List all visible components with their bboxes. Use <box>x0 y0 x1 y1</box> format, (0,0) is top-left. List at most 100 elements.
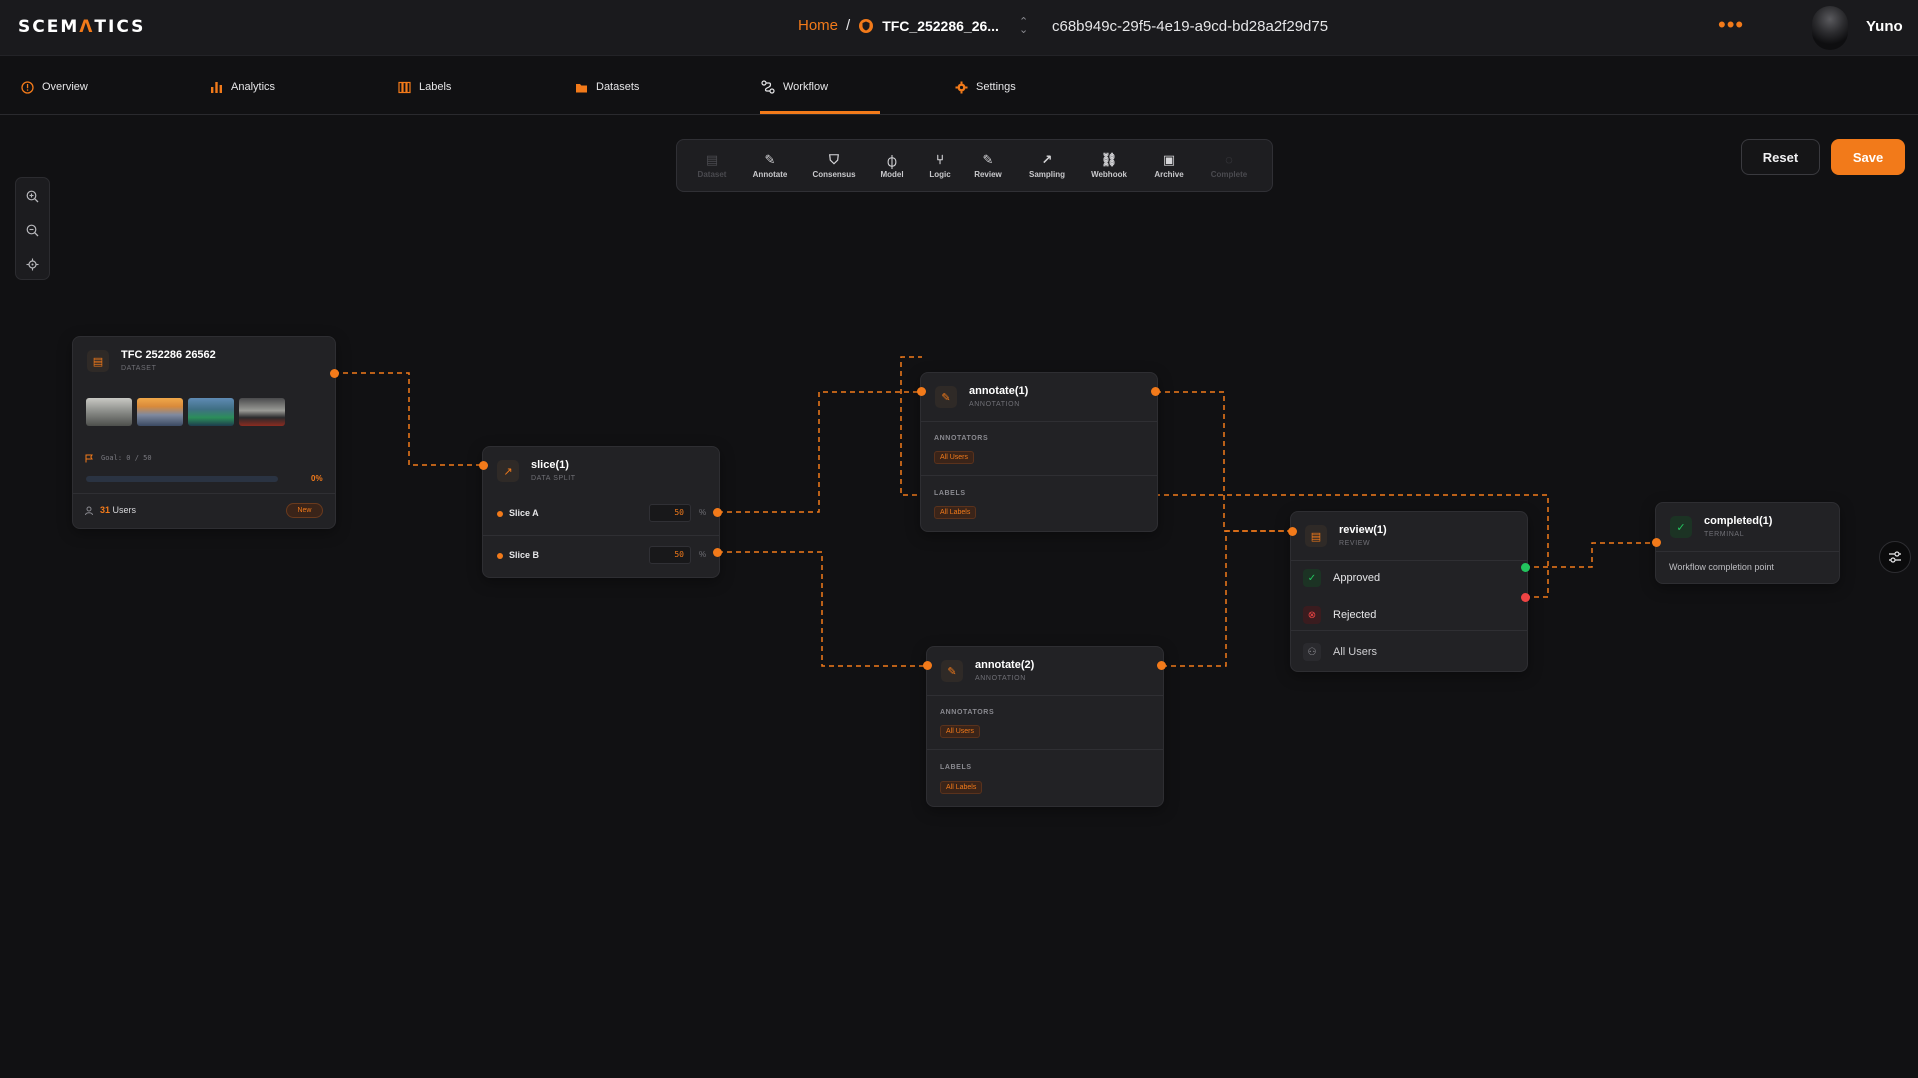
trend-icon: ↗ <box>1041 152 1053 167</box>
annotate1-labels-chip[interactable]: All Labels <box>934 506 977 519</box>
folder-icon <box>574 80 588 94</box>
edge-sliceb-to-annotate2 <box>718 551 928 667</box>
tab-workflow[interactable]: Workflow <box>761 77 828 97</box>
tab-workflow-label: Workflow <box>783 81 829 93</box>
tool-complete[interactable]: ◌Complete <box>1199 152 1259 179</box>
tool-review-label: Review <box>974 170 1002 179</box>
dataset-thumbnail-2[interactable] <box>137 398 183 426</box>
annotate1-labels-label: LABELS <box>934 490 966 497</box>
completed-input-port[interactable] <box>1652 538 1661 547</box>
app-logo[interactable]: SCEMΛTICS <box>18 17 146 37</box>
database-icon: ▤ <box>705 152 719 167</box>
slice-b-unit: % <box>699 550 707 559</box>
slice-a-unit: % <box>699 508 707 517</box>
more-options-icon[interactable]: ••• <box>1718 12 1745 37</box>
archive-icon: ▣ <box>1162 152 1176 167</box>
review-input-port[interactable] <box>1288 527 1297 536</box>
trend-icon: ↗ <box>497 460 519 482</box>
annotate1-annotators-label: ANNOTATORS <box>934 435 989 442</box>
review-header-divider <box>1291 560 1527 561</box>
review-rejected: ⊗ Rejected <box>1303 604 1376 626</box>
tool-review[interactable]: ✎Review <box>958 152 1018 179</box>
node-toolbar: ▤ Dataset ✎Annotate ⛉Consensus ⏀Model ⑂Lo… <box>676 139 1273 192</box>
tool-sampling[interactable]: ↗Sampling <box>1017 152 1077 179</box>
zoom-out-icon[interactable] <box>16 215 49 245</box>
completed-node-type: TERMINAL <box>1704 531 1745 538</box>
user-icon: ⚇ <box>1303 643 1321 661</box>
tool-webhook[interactable]: ⛓Webhook <box>1079 152 1139 179</box>
annotate2-annotators-chip[interactable]: All Users <box>940 725 981 738</box>
tab-analytics[interactable]: Analytics <box>209 77 275 97</box>
zoom-controls <box>15 177 50 280</box>
dataset-thumbnail-3[interactable] <box>188 398 234 426</box>
avatar[interactable] <box>1812 6 1848 50</box>
tool-annotate[interactable]: ✎Annotate <box>740 152 800 179</box>
annotate1-annotators-chip[interactable]: All Users <box>934 451 975 464</box>
tab-datasets[interactable]: Datasets <box>574 77 639 97</box>
tool-dataset[interactable]: ▤ Dataset <box>682 152 742 179</box>
annotate1-divider <box>921 475 1157 476</box>
slice-input-port[interactable] <box>479 461 488 470</box>
annotate2-node-type: ANNOTATION <box>975 675 1026 682</box>
annotate1-output-port[interactable] <box>1151 387 1160 396</box>
tool-complete-label: Complete <box>1210 170 1248 179</box>
tool-dataset-label: Dataset <box>697 170 727 179</box>
user-name[interactable]: Yuno <box>1866 18 1903 35</box>
annotate2-input-port[interactable] <box>923 661 932 670</box>
annotate1-node[interactable]: ✎ annotate(1) ANNOTATION ANNOTATORS All … <box>920 372 1158 532</box>
dataset-progress-bar <box>86 476 278 482</box>
dataset-thumbnail-4[interactable] <box>239 398 285 426</box>
annotate2-header-divider <box>927 695 1163 696</box>
slice-b-output-port[interactable] <box>713 548 722 557</box>
save-button[interactable]: Save <box>1831 139 1905 175</box>
project-shield-icon <box>859 18 874 33</box>
tool-archive[interactable]: ▣Archive <box>1139 152 1199 179</box>
tool-consensus[interactable]: ⛉Consensus <box>804 152 864 179</box>
annotate2-labels-label: LABELS <box>940 764 972 771</box>
dataset-users: 31 Users <box>100 505 136 515</box>
canvas-settings-icon[interactable] <box>1879 541 1911 573</box>
check-circle-icon: ✓ <box>1670 516 1692 538</box>
annotate1-input-port[interactable] <box>917 387 926 396</box>
dataset-thumbnail-1[interactable] <box>86 398 132 426</box>
review-assignees-label: All Users <box>1333 646 1378 658</box>
completed-node-title: completed(1) <box>1704 515 1773 527</box>
annotate2-output-port[interactable] <box>1157 661 1166 670</box>
review-approved-output-port[interactable] <box>1521 563 1530 572</box>
slice-a-dot <box>497 511 503 517</box>
fit-view-icon[interactable] <box>16 249 49 279</box>
review-approved: ✓ Approved <box>1303 567 1380 589</box>
zoom-in-icon[interactable] <box>16 181 49 211</box>
dataset-users-count: 31 <box>100 505 111 515</box>
dataset-node[interactable]: ▤ TFC 252286 26562 DATASET <box>72 336 336 529</box>
tool-consensus-label: Consensus <box>812 170 856 179</box>
slice-node-type: DATA SPLIT <box>531 475 576 482</box>
completed-node[interactable]: ✓ completed(1) TERMINAL Workflow complet… <box>1655 502 1840 584</box>
dataset-output-port[interactable] <box>330 369 339 378</box>
annotate1-header-divider <box>921 421 1157 422</box>
slice-a-percent-input[interactable]: 50 <box>649 504 691 522</box>
review-node-title: review(1) <box>1339 524 1387 536</box>
slice-b-percent-input[interactable]: 50 <box>649 546 691 564</box>
tool-logic[interactable]: ⑂Logic <box>910 152 970 179</box>
review-node[interactable]: ▤ review(1) REVIEW ✓ Approved ⊗ Rejected… <box>1290 511 1528 672</box>
tab-datasets-label: Datasets <box>596 81 640 93</box>
reset-button[interactable]: Reset <box>1741 139 1820 175</box>
slice-node[interactable]: ↗ slice(1) DATA SPLIT Slice A 50 % Slice… <box>482 446 720 578</box>
tab-settings[interactable]: Settings <box>954 77 1016 97</box>
review-rejected-output-port[interactable] <box>1521 593 1530 602</box>
review-rejected-label: Rejected <box>1333 609 1377 621</box>
annotate2-node-header: ✎ annotate(2) ANNOTATION <box>927 647 1163 695</box>
annotate2-labels-chip[interactable]: All Labels <box>940 781 983 794</box>
tool-model[interactable]: ⏀Model <box>862 152 922 179</box>
breadcrumb-home-link[interactable]: Home <box>798 17 839 34</box>
check-circle-icon: ✓ <box>1303 569 1321 587</box>
annotate2-node[interactable]: ✎ annotate(2) ANNOTATION ANNOTATORS All … <box>926 646 1164 807</box>
slice-a-output-port[interactable] <box>713 508 722 517</box>
chevron-up-down-icon[interactable]: ⌃⌄ <box>1018 15 1029 36</box>
project-selector[interactable]: TFC_252286_26... <box>882 17 999 34</box>
tab-labels[interactable]: Labels <box>397 77 451 97</box>
tag-icon: ✎ <box>935 386 957 408</box>
tab-overview[interactable]: Overview <box>20 77 88 97</box>
tab-settings-label: Settings <box>976 81 1016 93</box>
